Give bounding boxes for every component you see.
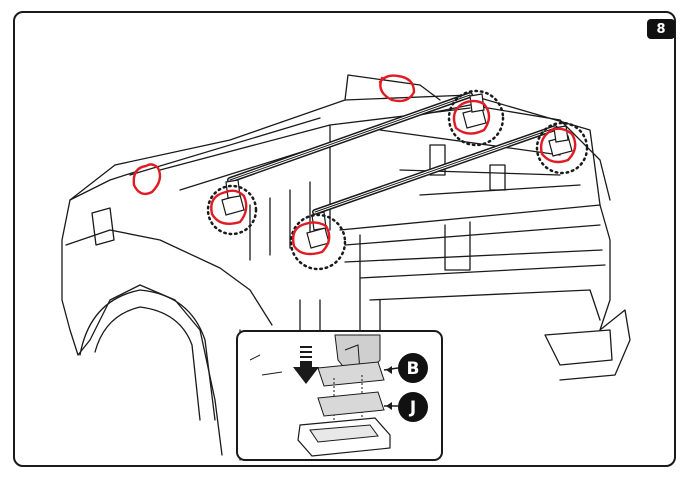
- callout-b-letter: B: [407, 359, 420, 379]
- crossbars: [227, 92, 558, 215]
- callout-b: B: [398, 353, 428, 383]
- step-number-badge: 8: [647, 19, 675, 39]
- callout-j: J: [398, 392, 428, 422]
- instruction-frame: [13, 11, 676, 467]
- red-highlights: [132, 74, 577, 256]
- down-arrow-icon: [293, 346, 319, 384]
- callout-j-letter: J: [409, 398, 416, 418]
- dotted-callouts: [206, 89, 589, 271]
- detail-inset: [236, 330, 443, 461]
